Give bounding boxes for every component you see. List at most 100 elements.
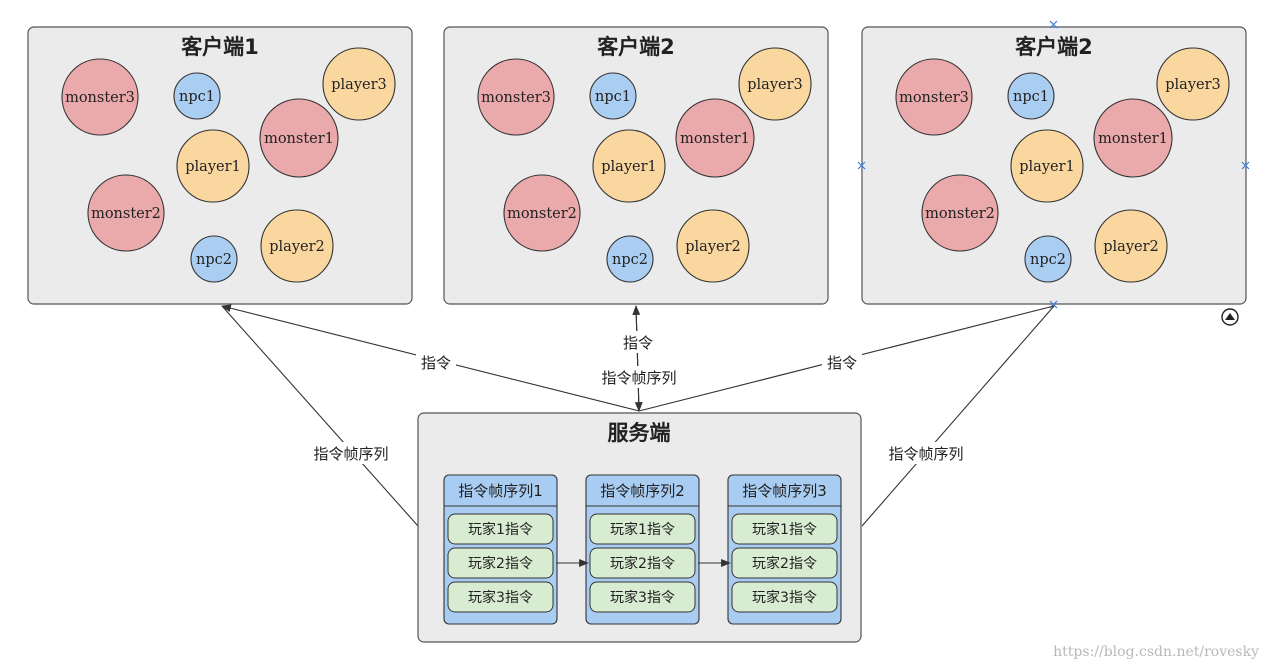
command-label: 玩家3指令 [752, 589, 817, 606]
entity-monster2[interactable]: monster2 [921, 174, 999, 252]
command-item[interactable] [589, 581, 696, 613]
entity-player3[interactable]: player3 [738, 47, 812, 121]
entity-monster1[interactable]: monster1 [1093, 98, 1173, 178]
command-item[interactable] [447, 513, 554, 545]
entity-monster3[interactable]: monster3 [895, 58, 973, 136]
entity-npc2[interactable]: npc2 [1024, 235, 1072, 283]
entity-label: monster2 [91, 206, 161, 222]
entity-label: npc2 [1030, 252, 1066, 268]
player-circle [260, 209, 334, 283]
frame-queue-title: 指令帧序列3 [742, 482, 827, 500]
entity-monster3[interactable]: monster3 [61, 58, 139, 136]
edge-client2-to-server [634, 305, 643, 412]
command-item[interactable] [589, 513, 696, 545]
entity-player2[interactable]: player2 [1094, 209, 1168, 283]
command-item[interactable] [731, 513, 838, 545]
edge-label-mid-frames: 指令帧序列 [601, 369, 676, 387]
entity-label: player3 [331, 77, 387, 93]
entity-label: player3 [1165, 77, 1221, 93]
entity-monster2[interactable]: monster2 [503, 174, 581, 252]
command-label: 玩家3指令 [610, 589, 675, 606]
player-circle [322, 47, 396, 121]
entity-monster2[interactable]: monster2 [87, 174, 165, 252]
entity-label: player2 [1103, 239, 1159, 255]
collapse-up-icon[interactable] [1221, 308, 1239, 326]
monster-circle [921, 174, 999, 252]
server-queues: 指令帧序列1玩家1指令玩家2指令玩家3指令指令帧序列2玩家1指令玩家2指令玩家3… [443, 474, 842, 625]
watermark: https://blog.csdn.net/rovesky [1053, 644, 1259, 660]
client-1-entities: monster3 npc1 player3 monster1 player1 monste… [61, 47, 396, 283]
player-circle [176, 129, 250, 203]
monster-circle [259, 98, 339, 178]
client-panel-3-title: 客户端2 [1015, 35, 1093, 59]
monster-circle [895, 58, 973, 136]
frame-queue-title: 指令帧序列2 [600, 482, 685, 500]
monster-circle [477, 58, 555, 136]
entity-npc2[interactable]: npc2 [190, 235, 238, 283]
player-circle [592, 129, 666, 203]
entity-label: monster3 [481, 90, 551, 106]
command-label: 玩家2指令 [752, 555, 817, 572]
entity-player1[interactable]: player1 [592, 129, 666, 203]
entity-player2[interactable]: player2 [260, 209, 334, 283]
entity-player1[interactable]: player1 [176, 129, 250, 203]
npc-circle [589, 72, 637, 120]
server-panel-title: 服务端 [608, 421, 671, 445]
command-item[interactable] [447, 581, 554, 613]
client-2-entities: monster3 npc1 player3 monster1 player1 monste… [477, 47, 812, 283]
entity-label: monster1 [264, 131, 334, 147]
command-label: 玩家3指令 [468, 589, 533, 606]
entity-label: monster2 [507, 206, 577, 222]
command-item[interactable] [731, 581, 838, 613]
edge-labels: 指令 指令帧序列 指令 指令帧序列 指令 指令帧序列 [307, 331, 970, 464]
monster-circle [61, 58, 139, 136]
edge-label-left-command: 指令 [421, 354, 451, 372]
entity-npc1[interactable]: npc1 [589, 72, 637, 120]
entity-label: player1 [1019, 159, 1075, 175]
client-panel-1-title: 客户端1 [181, 35, 259, 59]
entity-label: npc2 [612, 252, 648, 268]
entity-npc1[interactable]: npc1 [1007, 72, 1055, 120]
edge-label-left-frames: 指令帧序列 [313, 445, 388, 463]
server-panel[interactable]: 服务端 指令帧序列1玩家1指令玩家2指令玩家3指令指令帧序列2玩家1指令玩家2指… [417, 412, 862, 643]
selection-handles[interactable] [857, 20, 1250, 309]
player-circle [1156, 47, 1230, 121]
entity-npc2[interactable]: npc2 [606, 235, 654, 283]
entity-label: player2 [269, 239, 325, 255]
monster-circle [87, 174, 165, 252]
entity-monster3[interactable]: monster3 [477, 58, 555, 136]
entity-label: npc1 [1013, 89, 1049, 105]
player-circle [1094, 209, 1168, 283]
entity-monster1[interactable]: monster1 [675, 98, 755, 178]
edge-client1-frames [221, 305, 419, 527]
npc-circle [190, 235, 238, 283]
entity-label: player3 [747, 77, 803, 93]
entity-player1[interactable]: player1 [1010, 129, 1084, 203]
entity-player3[interactable]: player3 [322, 47, 396, 121]
player-circle [676, 209, 750, 283]
frame-queue-title: 指令帧序列1 [458, 482, 543, 500]
client-3-entities: monster3 npc1 player3 monster1 player1 monste… [895, 47, 1230, 283]
monster-circle [1093, 98, 1173, 178]
entity-npc1[interactable]: npc1 [173, 72, 221, 120]
command-item[interactable] [589, 547, 696, 579]
entity-label: monster1 [680, 131, 750, 147]
entity-monster1[interactable]: monster1 [259, 98, 339, 178]
entity-player3[interactable]: player3 [1156, 47, 1230, 121]
edge-label-right-command: 指令 [827, 354, 857, 372]
player-circle [1010, 129, 1084, 203]
entity-label: monster1 [1098, 131, 1168, 147]
entity-label: player2 [685, 239, 741, 255]
monster-circle [675, 98, 755, 178]
entity-player2[interactable]: player2 [676, 209, 750, 283]
entity-label: npc2 [196, 252, 232, 268]
command-item[interactable] [447, 547, 554, 579]
command-item[interactable] [731, 547, 838, 579]
npc-circle [1007, 72, 1055, 120]
